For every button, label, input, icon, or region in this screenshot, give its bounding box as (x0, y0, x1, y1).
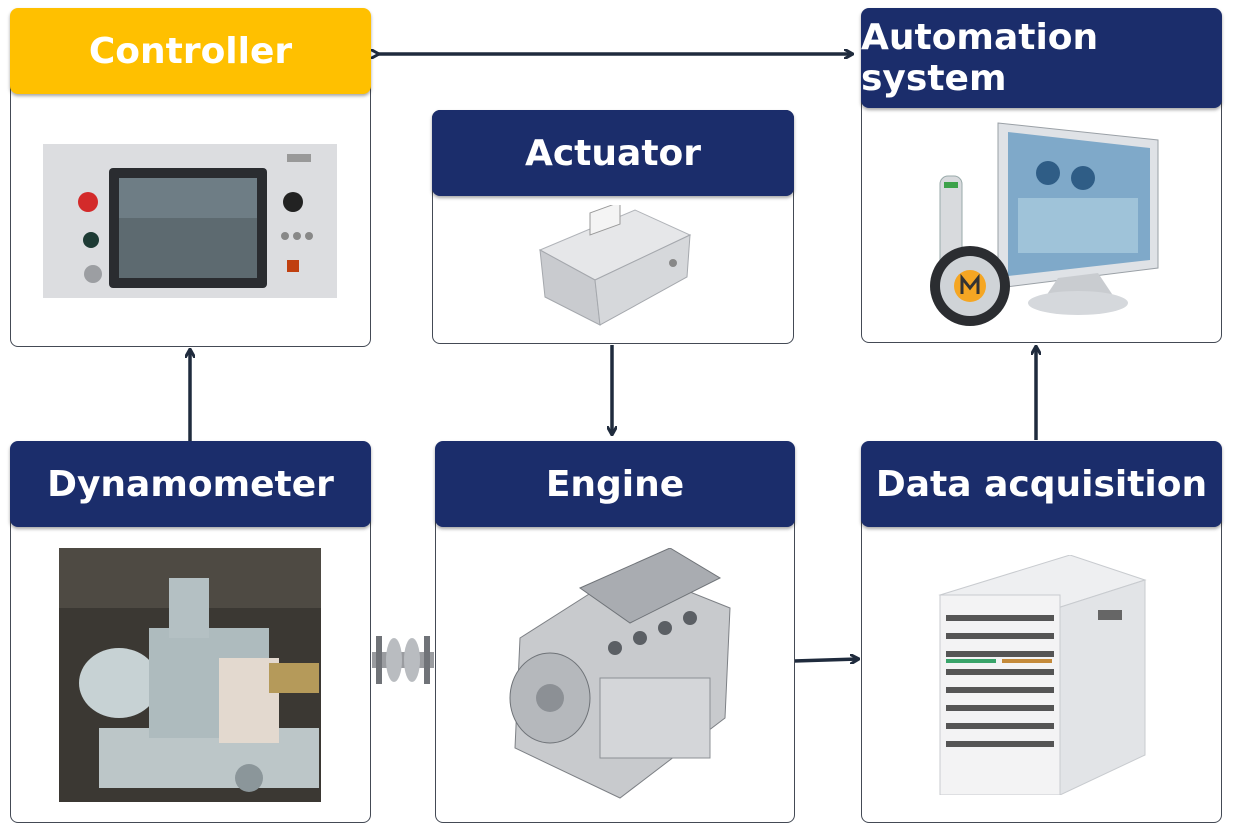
controller-label: Controller (10, 8, 371, 94)
dynamometer-label: Dynamometer (10, 441, 371, 527)
engine-label: Engine (435, 441, 795, 527)
engine-photo (509, 548, 731, 799)
computer-monitor-with-steering-wheel-icon (930, 122, 1159, 326)
data-rack-photo (938, 555, 1147, 795)
shaft-coupling-icon (372, 636, 434, 684)
dynamometer-photo (59, 548, 321, 802)
control-panel-photo (43, 144, 337, 298)
automation-label: Automation system (861, 8, 1222, 108)
actuator-label: Actuator (432, 110, 794, 196)
data-acquisition-label: Data acquisition (861, 441, 1222, 527)
arrow-engine-daq (793, 659, 858, 661)
actuator-box-photo (538, 205, 692, 326)
